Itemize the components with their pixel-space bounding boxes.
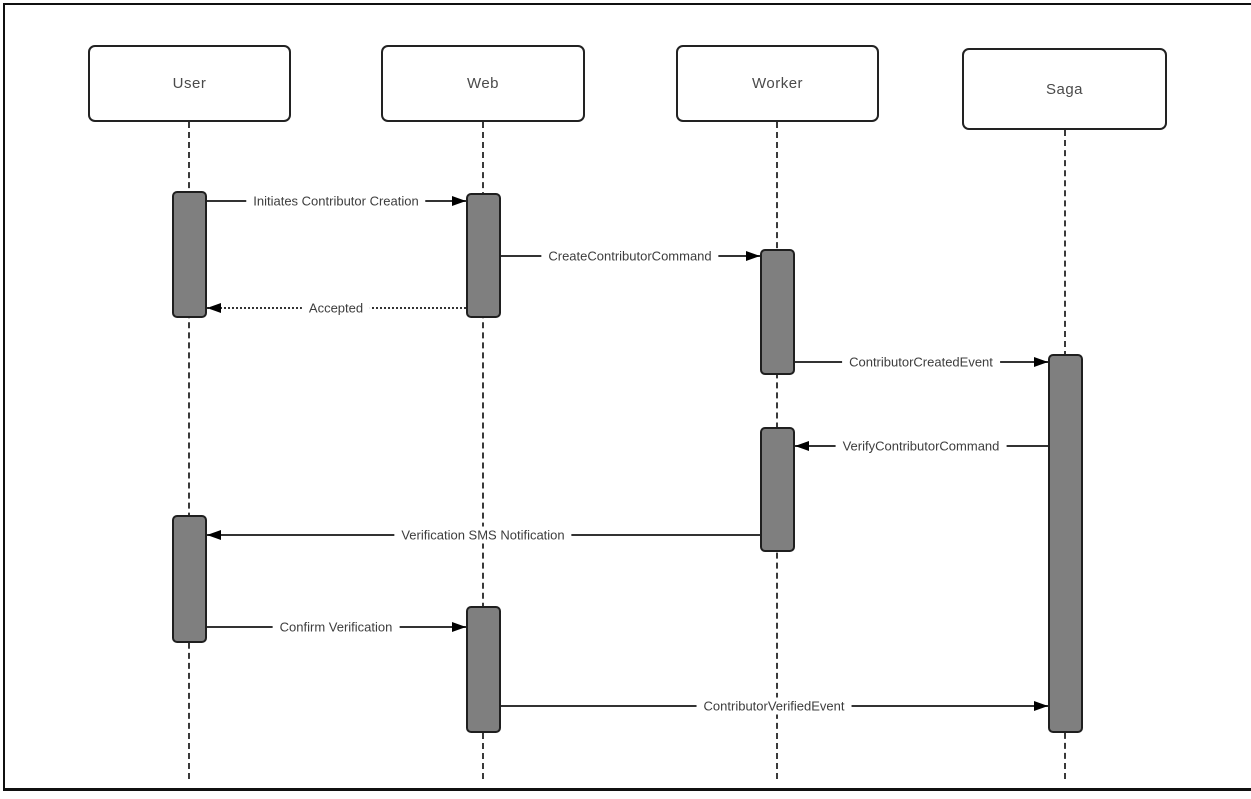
message-label-4: VerifyContributorCommand <box>835 437 1007 455</box>
activation-bar-saga-3 <box>1047 354 1083 733</box>
arrowhead-icon <box>451 622 466 632</box>
activation-bar-user-0 <box>171 191 207 318</box>
message-label-6: Confirm Verification <box>272 618 400 636</box>
arrowhead-icon <box>1033 701 1048 711</box>
message-label-0: Initiates Contributor Creation <box>246 192 426 210</box>
actor-box-user: User <box>88 45 291 122</box>
arrowhead-icon <box>206 530 221 540</box>
actor-box-web: Web <box>381 45 585 122</box>
actor-label-user: User <box>172 75 207 92</box>
arrowhead-icon <box>745 251 760 261</box>
activation-bar-worker-4 <box>759 427 795 552</box>
actor-label-worker: Worker <box>751 75 804 92</box>
activation-bar-worker-2 <box>759 249 795 375</box>
message-label-3: ContributorCreatedEvent <box>842 353 1000 371</box>
message-label-2: Accepted <box>301 299 371 317</box>
actor-box-worker: Worker <box>676 45 879 122</box>
message-label-1: CreateContributorCommand <box>541 247 719 265</box>
actor-label-web: Web <box>466 75 500 92</box>
actor-label-saga: Saga <box>1045 80 1084 98</box>
activation-bar-web-1 <box>465 193 501 318</box>
message-label-5: Verification SMS Notification <box>394 526 572 544</box>
message-label-7: ContributorVerifiedEvent <box>696 697 852 715</box>
actor-box-saga: Saga <box>962 48 1167 130</box>
lifeline-web <box>482 122 484 779</box>
activation-bar-web-6 <box>465 606 501 733</box>
diagram-frame <box>3 3 1251 791</box>
arrowhead-icon <box>794 441 809 451</box>
arrowhead-icon <box>1033 357 1048 367</box>
arrowhead-icon <box>206 303 221 313</box>
activation-bar-user-5 <box>171 515 207 643</box>
lifeline-user <box>188 122 190 779</box>
arrowhead-icon <box>451 196 466 206</box>
